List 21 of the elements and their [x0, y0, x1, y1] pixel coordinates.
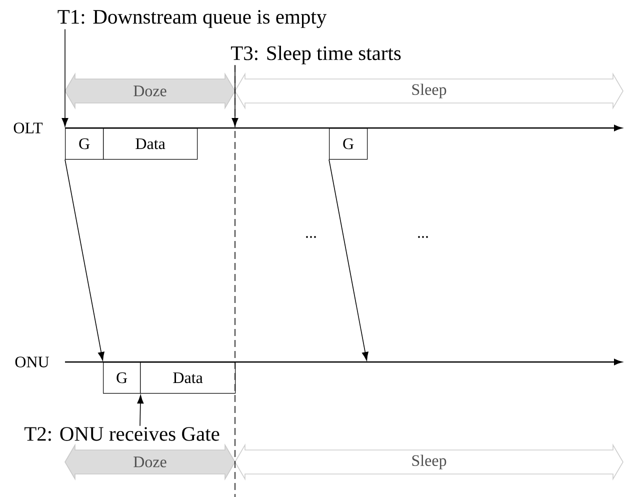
arrow	[232, 65, 238, 127]
arrow	[62, 28, 68, 127]
packet-box: G	[329, 128, 368, 160]
timeline-label: ONU	[15, 356, 49, 368]
ellipsis: ...	[306, 236, 316, 238]
packet-box: G	[65, 128, 104, 160]
packet-box: Data	[103, 128, 198, 160]
double-arrow-band: Doze	[64, 444, 236, 480]
double-arrow-band: Sleep	[234, 444, 624, 480]
packet-box: G	[103, 362, 141, 394]
arrow	[64, 159, 104, 361]
double-arrow-band: Sleep	[234, 72, 624, 110]
arrow	[328, 159, 368, 361]
ellipsis: ...	[418, 236, 428, 238]
annotation-text: T2: ONU receives Gate	[24, 427, 220, 441]
annotation-text: T3: Sleep time starts	[230, 46, 401, 64]
double-arrow-band: Doze	[64, 72, 236, 110]
arrow	[137, 394, 144, 426]
packet-box: Data	[140, 362, 236, 394]
annotation-text: T1: Downstream queue is empty	[58, 10, 327, 28]
timeline-label: OLT	[14, 122, 43, 134]
